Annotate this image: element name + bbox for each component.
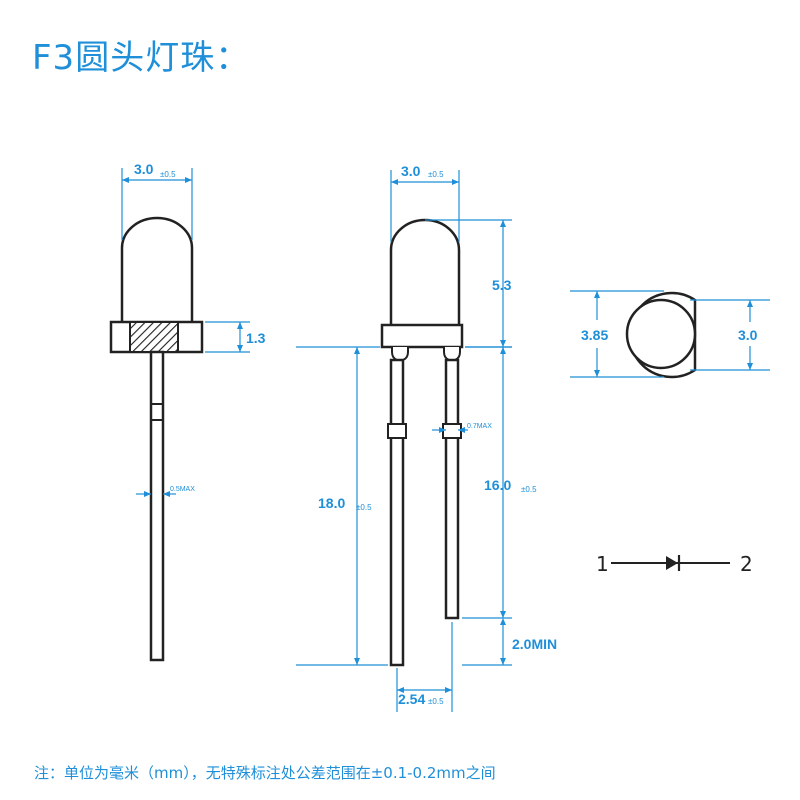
pin1-label: 1 (596, 552, 609, 576)
front-flange (380, 323, 464, 349)
front-view: 3.0 ±0.5 5.3 18.0 ±0.5 (296, 163, 557, 712)
front-lead-long (389, 358, 405, 667)
front-long-lead-value: 18.0 (318, 495, 345, 511)
front-pitch-value: 2.54 (398, 691, 425, 707)
front-long-lead-tol: ±0.5 (356, 503, 372, 512)
front-short-lead-tol: ±0.5 (521, 485, 537, 494)
top-outer-value: 3.85 (581, 327, 608, 343)
front-width-value: 3.0 (401, 163, 421, 179)
side-width-value: 3.0 (134, 161, 154, 177)
front-dome-value: 5.3 (492, 277, 512, 293)
side-view: 3.0 ±0.5 1.3 0.5MAX (109, 161, 266, 662)
side-flange-value: 1.3 (246, 330, 266, 346)
top-inner-value: 3.0 (738, 327, 758, 343)
side-lead (149, 350, 165, 662)
side-lead-value: 0.5MAX (170, 486, 195, 493)
front-lead-short (444, 358, 460, 620)
front-short-lead-value: 16.0 (484, 477, 511, 493)
front-dome (389, 218, 461, 325)
front-width-tol: ±0.5 (428, 170, 444, 179)
top-inner-circle (625, 298, 697, 370)
diode-triangle-icon (666, 556, 678, 570)
side-flange-hatch (130, 323, 178, 351)
front-lead-thick-value: 0.7MAX (467, 423, 492, 430)
side-width-tol: ±0.5 (160, 170, 176, 179)
front-pitch-tol: ±0.5 (428, 697, 444, 706)
diode-symbol: 1 2 (596, 552, 753, 576)
front-diff-value: 2.0MIN (512, 636, 557, 652)
page-title: F3圆头灯珠： (32, 38, 251, 78)
top-view: 3.85 3.0 (570, 290, 770, 379)
footnote: 注：单位为毫米（mm），无特殊标注处公差范围在±0.1-0.2mm之间 (34, 764, 496, 782)
pin2-label: 2 (740, 552, 753, 576)
side-dome (120, 216, 194, 322)
